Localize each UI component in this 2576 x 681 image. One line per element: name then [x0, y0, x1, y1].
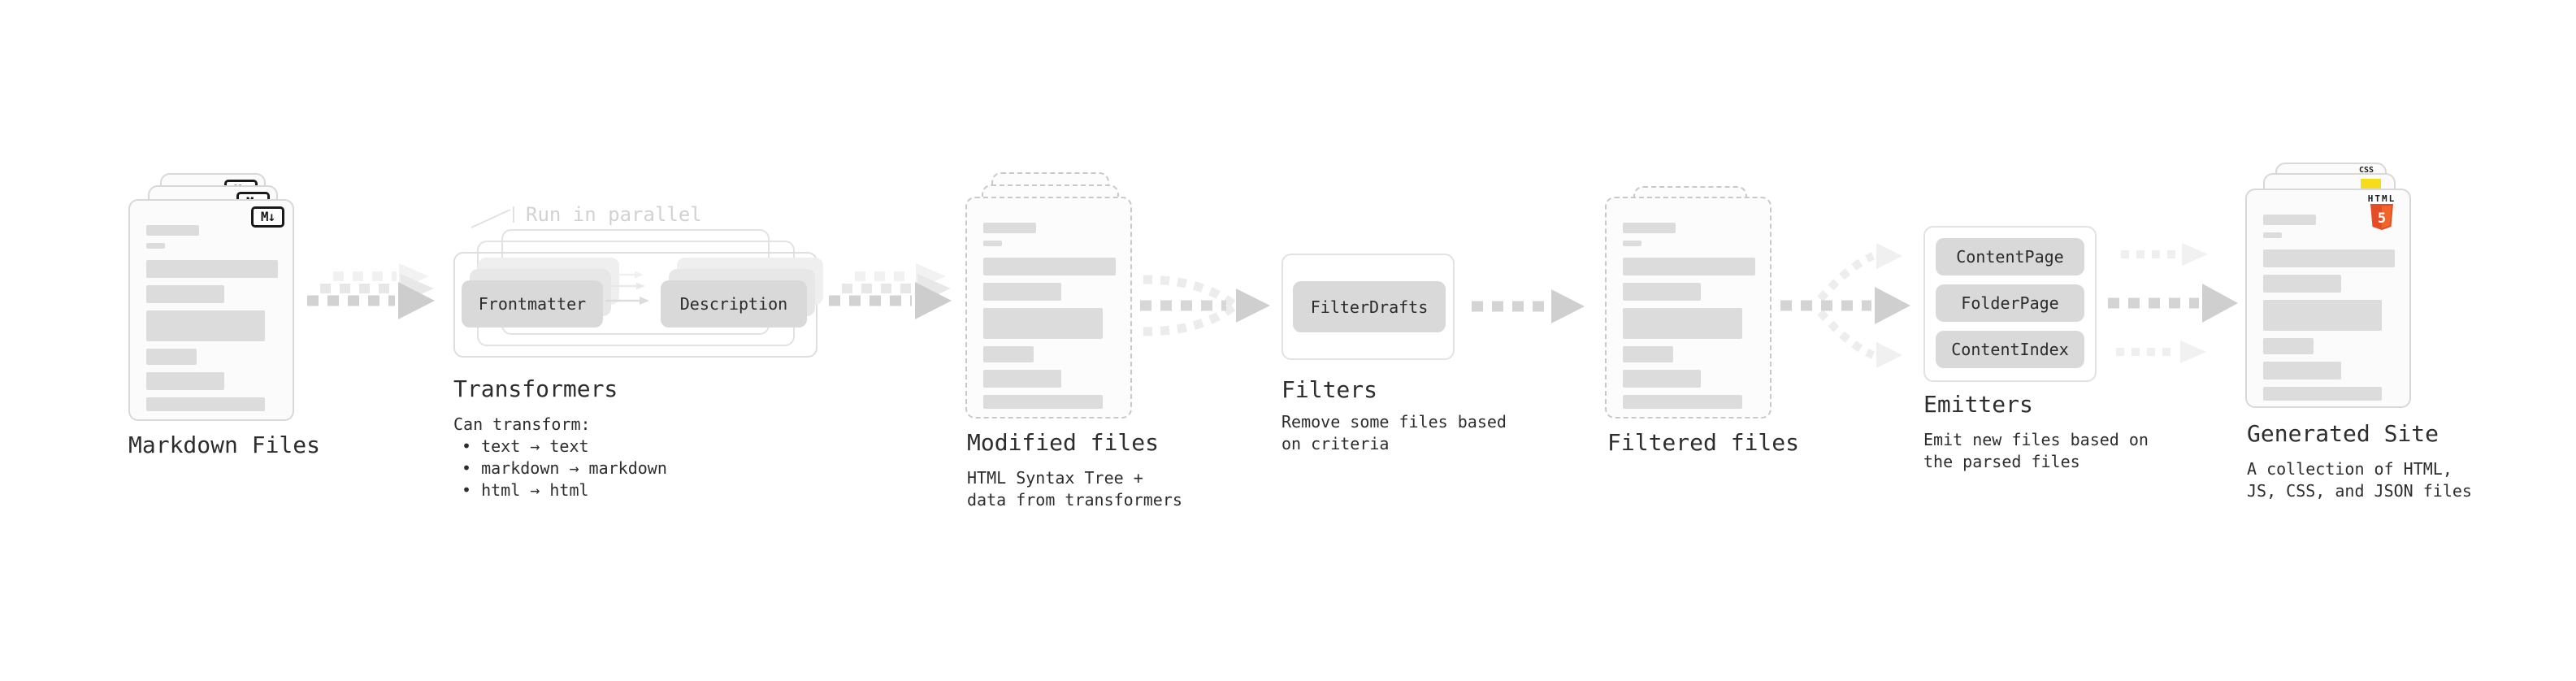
skeleton-line — [1623, 223, 1676, 233]
modified-files-desc: HTML Syntax Tree + — [967, 468, 1143, 488]
skeleton-line — [146, 225, 199, 236]
description-chip-label: Description — [679, 294, 788, 314]
folderpage-chip: FolderPage — [1936, 284, 2084, 322]
transformers-bullet: • text → text — [462, 436, 589, 456]
transformers-desc-heading: Can transform: — [453, 414, 591, 434]
skeleton-line — [146, 260, 278, 278]
frontmatter-chip: Frontmatter — [462, 280, 603, 327]
flow-arrows-emitters-to-generated — [2108, 243, 2238, 363]
emitters-desc: Emit new files based on — [1923, 430, 2149, 449]
folderpage-chip-label: FolderPage — [1961, 293, 2059, 313]
filters-desc: Remove some files based — [1281, 412, 1507, 432]
skeleton-line — [983, 283, 1062, 301]
skeleton-line — [2263, 215, 2316, 225]
svg-text:5: 5 — [2378, 210, 2386, 227]
skeleton-line — [983, 223, 1037, 233]
modified-files-desc: data from transformers — [967, 490, 1182, 510]
flow-arrow-transformers-to-modified — [829, 263, 952, 319]
skeleton-line — [2263, 387, 2382, 401]
doc-content-skeleton — [983, 223, 1116, 409]
skeleton-line — [1623, 308, 1742, 339]
skeleton-line — [146, 310, 265, 341]
filtered-files-stack — [1605, 186, 1772, 419]
markdown-files-stack: M↓ M↓ M↓ — [128, 173, 294, 421]
annotation-leader-line — [471, 206, 514, 228]
skeleton-line — [983, 395, 1103, 409]
transformers-bullet: • markdown → markdown — [462, 458, 667, 478]
emitters-panel: ContentPage FolderPage ContentIndex — [1923, 226, 2097, 382]
contentindex-chip: ContentIndex — [1936, 331, 2084, 368]
doc-content-skeleton — [2263, 215, 2395, 401]
skeleton-line — [1623, 241, 1641, 246]
skeleton-line — [1623, 346, 1673, 362]
filterdrafts-chip: FilterDrafts — [1293, 281, 1446, 332]
skeleton-line — [146, 243, 165, 249]
description-chip: Description — [661, 280, 807, 327]
skeleton-line — [2263, 232, 2282, 238]
stage-title-filtered-files: Filtered files — [1607, 429, 1800, 456]
transformers-graphic: Frontmatter Description — [453, 229, 823, 358]
filters-desc: on criteria — [1281, 434, 1390, 453]
doc-content-skeleton — [146, 225, 278, 411]
skeleton-line — [983, 346, 1034, 362]
filters-panel: FilterDrafts — [1281, 254, 1455, 360]
transformer-layer-front — [453, 252, 817, 358]
filtered-file-card — [1605, 197, 1772, 419]
flow-arrow-filtered-to-emitters — [1780, 243, 1910, 368]
markdown-icon: M↓ — [251, 206, 284, 228]
skeleton-line — [983, 241, 1002, 246]
generated-site-desc: A collection of HTML, — [2247, 459, 2452, 479]
skeleton-line — [2263, 338, 2314, 354]
parallel-arrows-icon — [605, 271, 649, 305]
stage-title-modified-files: Modified files — [967, 429, 1160, 456]
doc-content-skeleton — [1623, 223, 1755, 409]
contentpage-chip: ContentPage — [1936, 238, 2084, 275]
stage-title-filters: Filters — [1281, 376, 1378, 403]
skeleton-line — [146, 372, 224, 390]
skeleton-line — [2263, 300, 2382, 331]
generated-site-desc: JS, CSS, and JSON files — [2247, 481, 2472, 501]
stage-title-emitters: Emitters — [1923, 391, 2033, 418]
contentindex-chip-label: ContentIndex — [1951, 340, 2069, 359]
stage-title-transformers: Transformers — [453, 375, 618, 402]
html5-icon-word: HTML — [2367, 193, 2396, 204]
flow-arrow-markdown-to-transformers — [307, 263, 435, 319]
flow-arrow-filters-to-filtered — [1472, 289, 1585, 323]
skeleton-line — [983, 370, 1062, 388]
skeleton-line — [146, 349, 197, 365]
skeleton-line — [983, 308, 1103, 339]
javascript-icon — [2361, 179, 2381, 190]
frontmatter-chip-label: Frontmatter — [478, 294, 587, 314]
stage-title-markdown-files: Markdown Files — [128, 432, 321, 458]
stage-title-generated-site: Generated Site — [2247, 420, 2439, 447]
skeleton-line — [2263, 362, 2341, 380]
html-file-card: HTML 5 — [2245, 189, 2411, 408]
skeleton-line — [2263, 249, 2395, 267]
skeleton-line — [983, 258, 1116, 275]
contentpage-chip-label: ContentPage — [1956, 247, 2064, 267]
html5-icon: HTML 5 — [2362, 194, 2401, 233]
run-in-parallel-annotation: Run in parallel — [526, 203, 702, 226]
skeleton-line — [1623, 395, 1742, 409]
skeleton-line — [2263, 275, 2341, 293]
skeleton-line — [1623, 258, 1755, 275]
generated-site-stack: CSS HTML 5 — [2245, 163, 2411, 408]
emitters-desc: the parsed files — [1923, 452, 2080, 471]
skeleton-line — [1623, 370, 1702, 388]
filterdrafts-chip-label: FilterDrafts — [1310, 297, 1429, 317]
flow-arrow-modified-to-filters — [1140, 275, 1270, 336]
skeleton-line — [146, 285, 224, 303]
skeleton-line — [146, 397, 265, 411]
transformers-bullet: • html → html — [462, 480, 589, 500]
modified-file-card — [965, 197, 1132, 419]
skeleton-line — [1623, 283, 1702, 301]
modified-files-stack — [965, 172, 1132, 419]
markdown-file-card: M↓ — [128, 199, 294, 421]
